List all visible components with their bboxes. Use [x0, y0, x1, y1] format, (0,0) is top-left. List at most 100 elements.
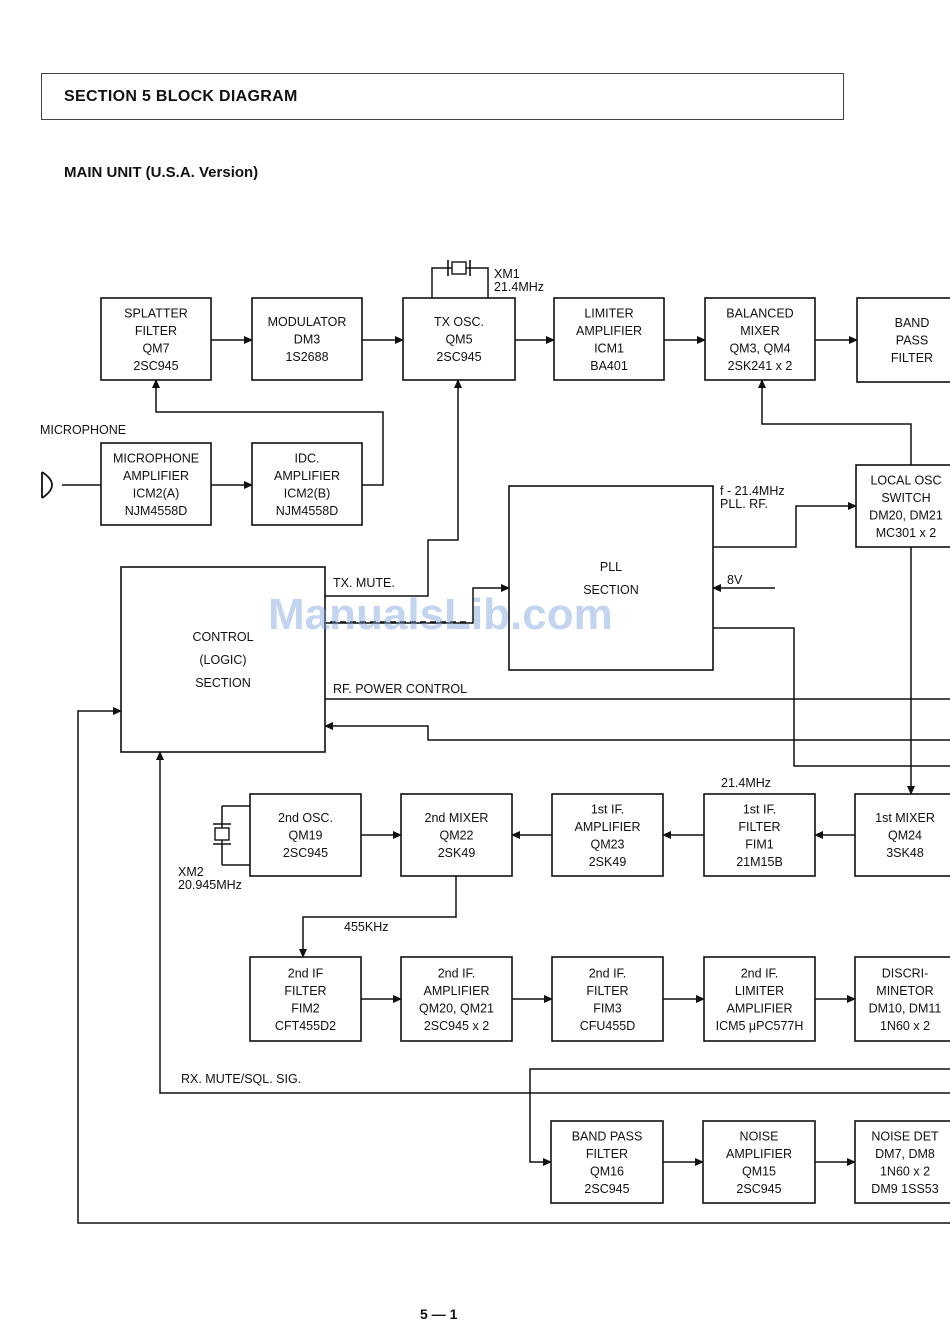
block-noisedet-line-0: NOISE DET	[871, 1129, 939, 1143]
block-noiseamp-line-1: AMPLIFIER	[726, 1147, 792, 1161]
block-bpf1-line-2: FILTER	[891, 351, 933, 365]
block-mix2-line-0: 2nd MIXER	[425, 811, 489, 825]
block-mix1-line-0: 1st MIXER	[875, 811, 935, 825]
label-xm2-1: 20.945MHz	[178, 878, 242, 892]
block-bpf2-line-0: BAND PASS	[572, 1129, 643, 1143]
subtitle: MAIN UNIT (U.S.A. Version)	[64, 164, 259, 181]
section-header-frame: SECTION 5 BLOCK DIAGRAM	[41, 73, 844, 120]
block-modulator-line-2: 1S2688	[285, 350, 328, 364]
block-balmix-line-0: BALANCED	[726, 306, 793, 320]
block-if1filter-line-1: FILTER	[738, 820, 780, 834]
block-limamp-line-3: BA401	[590, 359, 628, 373]
block-splatter-line-1: FILTER	[135, 324, 177, 338]
crystal-xm1-icon	[447, 260, 471, 276]
block-idcamp-line-2: ICM2(B)	[284, 486, 331, 500]
block-if2lim-line-0: 2nd IF.	[741, 966, 779, 980]
block-if2filter-line-0: 2nd IF	[288, 966, 324, 980]
block-balmix-line-1: MIXER	[740, 324, 780, 338]
signal-wire-27	[529, 1068, 950, 1166]
block-noiseamp-line-3: 2SC945	[736, 1182, 781, 1196]
block-micamp-line-0: MICROPHONE	[113, 451, 199, 465]
block-if2filter2-line-3: CFU455D	[580, 1019, 636, 1033]
block-mix2-line-2: 2SK49	[438, 846, 476, 860]
block-pll-line-1: SECTION	[583, 583, 639, 597]
block-discri-line-3: 1N60 x 2	[880, 1019, 930, 1033]
block-if2amp-line-0: 2nd IF.	[438, 966, 476, 980]
block-discri-line-1: MINETOR	[876, 984, 933, 998]
label-f214-0: 21.4MHz	[721, 776, 771, 790]
block-idcamp-line-0: IDC.	[295, 451, 320, 465]
block-pll-line-0: PLL	[600, 560, 622, 574]
signal-wire-26	[156, 751, 950, 1094]
signal-wire-11	[325, 379, 462, 597]
label-rfpower-0: RF. POWER CONTROL	[333, 682, 467, 696]
block-noisedet-line-1: DM7, DM8	[875, 1147, 935, 1161]
signal-wire-14	[713, 627, 950, 767]
block-control-line-2: SECTION	[195, 676, 251, 690]
block-if1amp-line-2: QM23	[590, 837, 624, 851]
block-localosc-line-1: SWITCH	[881, 491, 930, 505]
block-micamp-line-2: ICM2(A)	[133, 486, 180, 500]
block-if2amp-line-2: QM20, QM21	[419, 1001, 494, 1015]
label-xm1-0: XM1	[494, 267, 520, 281]
block-mix1-line-1: QM24	[888, 829, 922, 843]
block-splatter-line-3: 2SC945	[133, 359, 178, 373]
block-osc2-line-2: 2SC945	[283, 846, 328, 860]
block-if1filter-line-0: 1st IF.	[743, 802, 776, 816]
block-if1amp-line-3: 2SK49	[589, 855, 627, 869]
block-micamp-line-1: AMPLIFIER	[123, 469, 189, 483]
label-pll_rf-1: PLL. RF.	[720, 497, 768, 511]
block-splatter-line-2: QM7	[142, 341, 169, 355]
block-if2lim-line-1: LIMITER	[735, 984, 784, 998]
signal-wire-16	[324, 722, 950, 741]
block-if2amp-line-3: 2SC945 x 2	[424, 1019, 489, 1033]
block-if2filter2-line-1: FILTER	[586, 984, 628, 998]
signal-wire-9	[713, 502, 857, 548]
block-noisedet-line-2: 1N60 x 2	[880, 1164, 930, 1178]
block-splatter-line-0: SPLATTER	[124, 306, 188, 320]
label-microphone-0: MICROPHONE	[40, 423, 126, 437]
label-rxmute-0: RX. MUTE/SQL. SIG.	[181, 1072, 301, 1086]
block-osc2-line-0: 2nd OSC.	[278, 811, 333, 825]
block-control-line-0: CONTROL	[192, 630, 253, 644]
section-title: SECTION 5 BLOCK DIAGRAM	[64, 88, 298, 105]
block-txosc-line-0: TX OSC.	[434, 315, 484, 329]
block-control: CONTROL(LOGIC)SECTION	[120, 566, 326, 753]
label-f455-0: 455KHz	[344, 920, 388, 934]
block-limamp-line-1: AMPLIFIER	[576, 324, 642, 338]
signal-wire-6	[152, 379, 384, 486]
block-osc2-line-1: QM19	[288, 829, 322, 843]
block-micamp: MICROPHONE AMPLIFIER ICM2(A) NJM4558D	[100, 442, 212, 526]
label-xm2-0: XM2	[178, 865, 204, 879]
block-pll: PLL SECTION	[508, 485, 714, 671]
block-txosc-line-1: QM5	[445, 333, 472, 347]
signal-wire-12	[325, 584, 510, 624]
block-bpf1-line-0: BAND	[895, 316, 930, 330]
block-balmix-line-3: 2SK241 x 2	[728, 359, 793, 373]
block-if2lim-line-2: AMPLIFIER	[727, 1001, 793, 1015]
label-pll_rf-0: f - 21.4MHz	[720, 484, 785, 498]
block-bpf2-line-2: QM16	[590, 1164, 624, 1178]
signal-wire-30	[77, 707, 950, 1224]
block-idcamp-line-1: AMPLIFIER	[274, 469, 340, 483]
block-noiseamp-line-2: QM15	[742, 1164, 776, 1178]
block-if2filter-line-3: CFT455D2	[275, 1019, 336, 1033]
block-micamp-line-3: NJM4558D	[125, 504, 188, 518]
label-v8-0: 8V	[727, 573, 743, 587]
crystal-xm2-icon	[213, 823, 231, 845]
block-osc2: 2nd OSC. QM19 2SC945	[249, 793, 362, 877]
signal-wire-8	[758, 379, 912, 465]
